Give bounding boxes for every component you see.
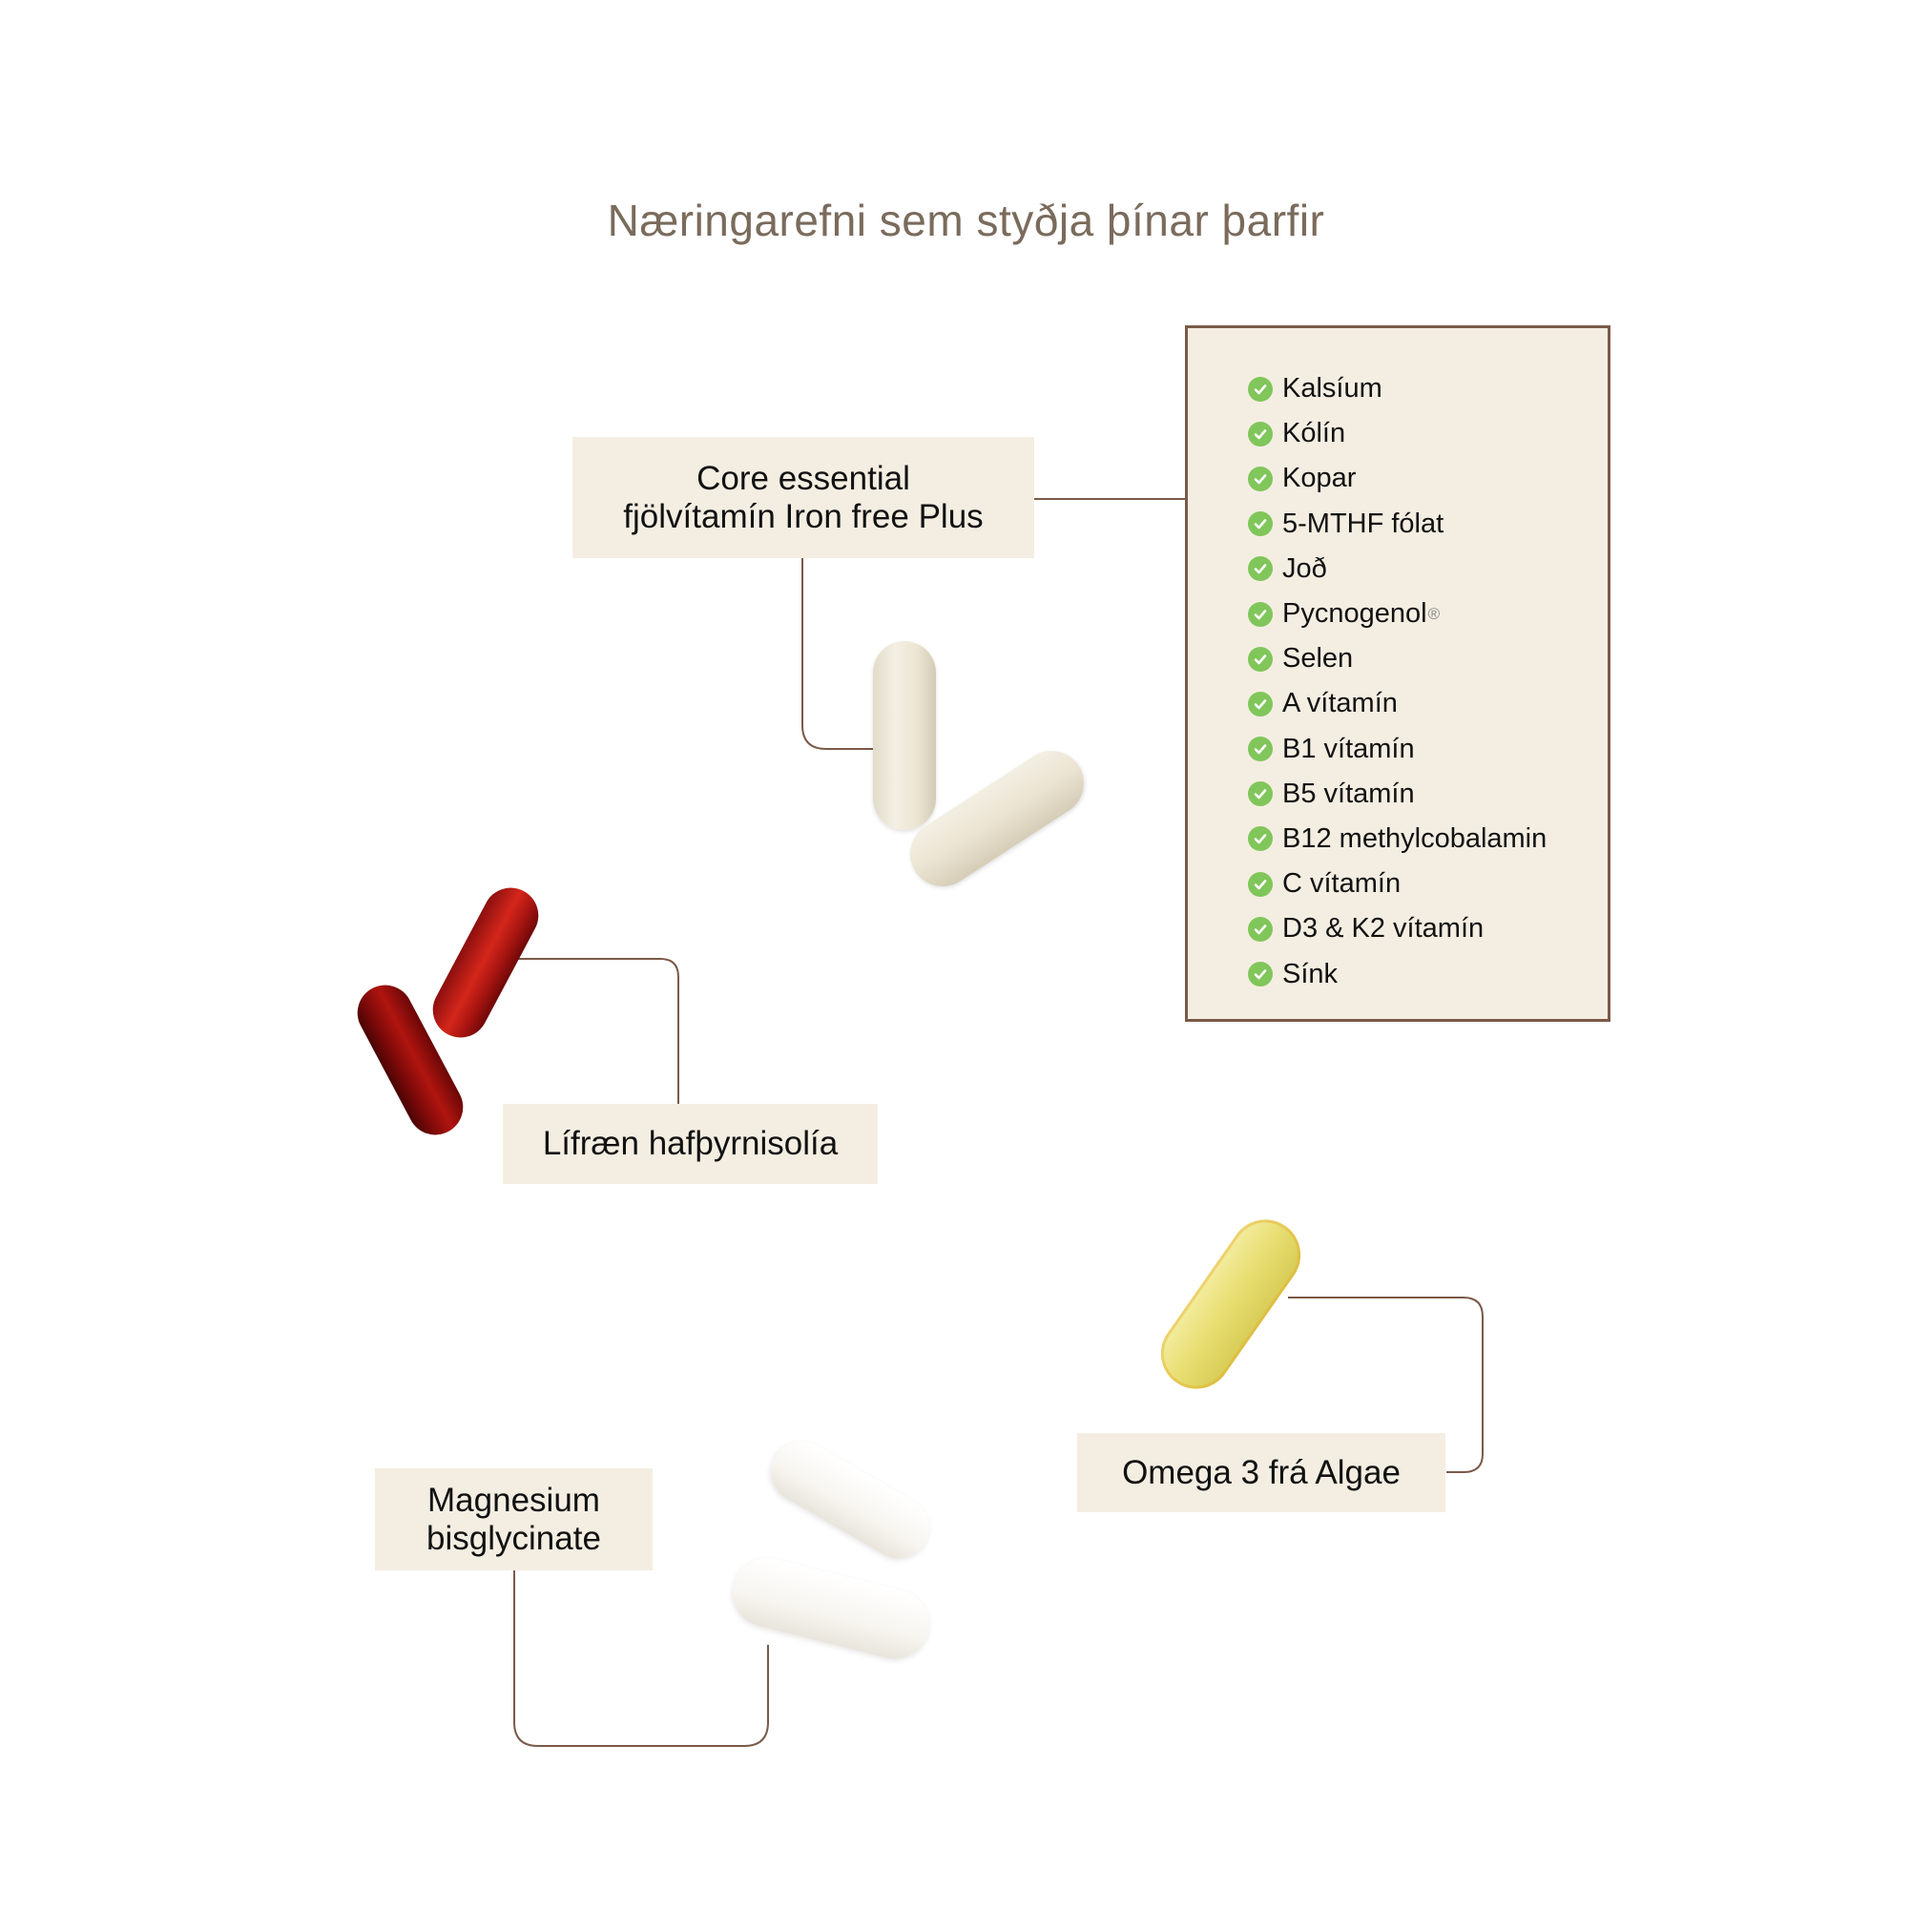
nutrient-item: C vítamín [1248,862,1547,906]
product-name: Lífræn hafþyrnisolía [542,1125,839,1162]
check-circle-icon [1248,737,1273,762]
nutrient-name: Kalsíum [1282,373,1382,405]
core-capsule-upright [873,641,936,830]
nutrient-item: Kopar [1248,456,1547,501]
nutrient-item: Pycnogenol® [1248,592,1547,636]
product-label-core: Core essential fjölvítamín Iron free Plu… [572,437,1034,558]
nutrient-item: B5 vítamín [1248,772,1547,817]
check-circle-icon [1248,421,1273,447]
check-circle-icon [1248,916,1273,942]
nutrient-name: D3 & K2 vítamín [1282,913,1485,945]
check-circle-icon [1248,826,1273,852]
page-title: Næringarefni sem styðja þínar þarfir [607,196,1325,245]
check-circle-icon [1248,646,1273,672]
nutrient-name: B5 vítamín [1282,778,1415,809]
nutrient-item: B12 methylcobalamin [1248,817,1547,862]
nutrient-name: A vítamín [1282,688,1398,719]
check-circle-icon [1248,466,1273,491]
connector-seabuckthorn [514,958,679,1104]
nutrient-name: Joð [1282,552,1327,584]
product-label-seabuckthorn: Lífræn hafþyrnisolía [503,1104,878,1184]
product-name-line1: Magnesium [427,1481,600,1519]
check-circle-icon [1248,511,1273,537]
product-label-magnesium: Magnesium bisglycinate [375,1468,653,1570]
check-circle-icon [1248,691,1273,717]
nutrient-item: 5-MTHF fólat [1248,502,1547,547]
product-name-line1: Core essential [696,459,910,497]
nutrient-item: Kólín [1248,411,1547,456]
nutrient-name: Selen [1282,643,1354,675]
nutrient-item: Joð [1248,547,1547,592]
nutrient-item: A vítamín [1248,681,1547,726]
check-circle-icon [1248,376,1273,402]
nutrient-item: Kalsíum [1248,366,1547,411]
connector-core-to-capsule [801,558,873,750]
product-label-omega: Omega 3 frá Algae [1077,1433,1445,1512]
nutrient-item: D3 & K2 vítamín [1248,906,1547,951]
nutrient-item: Sínk [1248,951,1547,996]
check-circle-icon [1248,601,1273,627]
nutrient-name: B12 methylcobalamin [1282,822,1548,854]
nutrient-name: Pycnogenol [1282,598,1427,630]
nutrient-name: 5-MTHF fólat [1282,508,1444,539]
product-name: Omega 3 frá Algae [1122,1453,1401,1491]
product-name-line2: fjölvítamín Iron free Plus [623,497,984,535]
check-circle-icon [1248,871,1273,897]
nutrient-name: Kopar [1282,463,1357,494]
nutrient-name: C vítamín [1282,868,1402,900]
check-circle-icon [1248,556,1273,582]
nutrient-name: Kólín [1282,418,1346,449]
nutrient-item: B1 vítamín [1248,727,1547,772]
connector-magnesium [513,1570,769,1747]
check-circle-icon [1248,781,1273,807]
check-circle-icon [1248,962,1273,987]
nutrient-name: Sínk [1282,958,1339,989]
registered-mark: ® [1427,604,1441,623]
connector-omega [1288,1297,1484,1473]
nutrient-item: Selen [1248,636,1547,681]
product-name-line2: bisglycinate [426,1519,601,1557]
nutrient-name: B1 vítamín [1282,733,1415,764]
